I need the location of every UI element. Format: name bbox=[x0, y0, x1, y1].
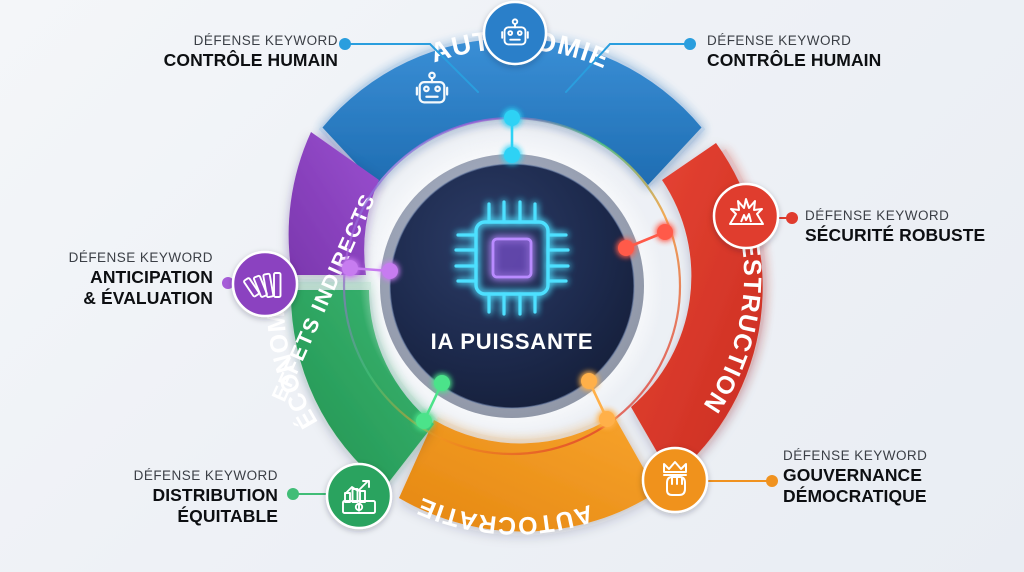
badge-effets-indirects[interactable] bbox=[231, 250, 299, 318]
callout-value: CONTRÔLE HUMAIN bbox=[707, 49, 882, 70]
robot-icon-inline bbox=[415, 71, 449, 104]
crown-fist-icon bbox=[663, 461, 687, 496]
money-chart-icon bbox=[342, 480, 376, 514]
hub-title: IA PUISSANTE bbox=[431, 329, 594, 354]
callout-value-line1: GOUVERNANCE bbox=[783, 464, 923, 485]
connector-nodes bbox=[342, 110, 673, 429]
badge-economie[interactable] bbox=[325, 462, 393, 530]
badge-autocratie[interactable] bbox=[641, 446, 709, 514]
segment-effets-indirects[interactable] bbox=[288, 132, 379, 275]
callout-value-line2: ÉQUITABLE bbox=[177, 505, 278, 526]
callout-value-line1: DISTRIBUTION bbox=[152, 484, 278, 505]
callout-keyword: DÉFENSE KEYWORD bbox=[68, 250, 213, 265]
segment-economie[interactable] bbox=[290, 290, 434, 487]
cpu-chip-icon bbox=[454, 200, 570, 316]
hub-stroke bbox=[389, 163, 635, 409]
callout-economie: DÉFENSE KEYWORD DISTRIBUTION ÉQUITABLE bbox=[0, 468, 278, 526]
callout-value-line2: DÉMOCRATIQUE bbox=[783, 485, 927, 506]
callout-keyword: DÉFENSE KEYWORD bbox=[805, 208, 950, 223]
callout-keyword: DÉFENSE KEYWORD bbox=[133, 468, 278, 483]
badge-autonomie-top[interactable] bbox=[482, 0, 548, 66]
callout-value-line1: ANTICIPATION bbox=[90, 266, 213, 287]
callout-leaders bbox=[222, 38, 798, 500]
callout-keyword: DÉFENSE KEYWORD bbox=[783, 448, 928, 463]
domino-icon bbox=[243, 272, 282, 299]
badge-destruction[interactable] bbox=[712, 182, 780, 250]
callout-autocratie: DÉFENSE KEYWORD GOUVERNANCE DÉMOCRATIQUE bbox=[783, 448, 1024, 506]
callout-destruction: DÉFENSE KEYWORD SÉCURITÉ ROBUSTE bbox=[805, 208, 1024, 245]
callout-value: SÉCURITÉ ROBUSTE bbox=[805, 224, 986, 245]
callout-effets-indirects: DÉFENSE KEYWORD ANTICIPATION & ÉVALUATIO… bbox=[0, 250, 213, 308]
callout-value: CONTRÔLE HUMAIN bbox=[163, 49, 338, 70]
robot-icon bbox=[501, 18, 529, 46]
callout-autonomie-right: DÉFENSE KEYWORD CONTRÔLE HUMAIN bbox=[707, 33, 1024, 70]
callout-keyword: DÉFENSE KEYWORD bbox=[707, 33, 852, 48]
segment-autocratie[interactable] bbox=[399, 416, 657, 532]
hub-circle bbox=[390, 164, 634, 408]
callout-autonomie-left: DÉFENSE KEYWORD CONTRÔLE HUMAIN bbox=[18, 33, 338, 70]
callout-value-line2: & ÉVALUATION bbox=[83, 287, 213, 308]
callout-keyword: DÉFENSE KEYWORD bbox=[193, 33, 338, 48]
explosion-icon bbox=[729, 198, 764, 225]
